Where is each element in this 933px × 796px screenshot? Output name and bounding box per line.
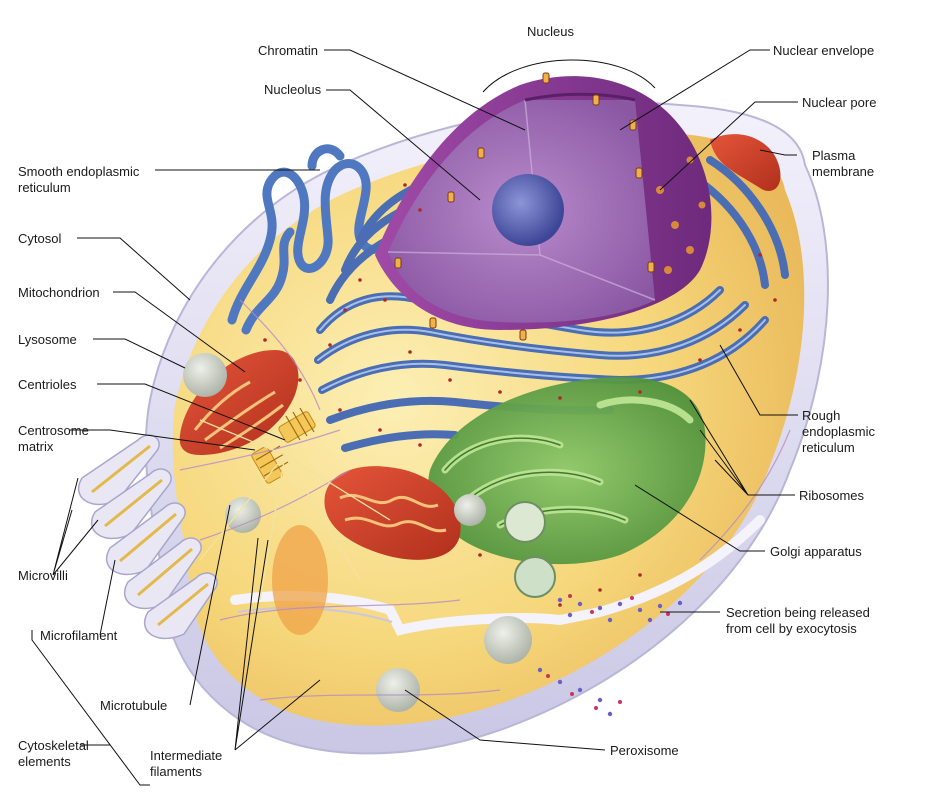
nucleus xyxy=(375,72,712,341)
label-nuclear-pore: Nuclear pore xyxy=(802,95,876,110)
label-golgi: Golgi apparatus xyxy=(770,544,862,559)
nucleus-bracket xyxy=(482,59,656,93)
leader-lines xyxy=(31,49,798,786)
label-microvilli: Microvilli xyxy=(18,568,68,583)
label-smooth-er-2: reticulum xyxy=(18,180,71,195)
label-ribosomes: Ribosomes xyxy=(799,488,865,503)
label-rough-er-3: reticulum xyxy=(802,440,855,455)
label-plasma-membrane-2: membrane xyxy=(812,164,874,179)
lysosome-shape xyxy=(183,353,227,397)
label-rough-er-1: Rough xyxy=(802,408,840,423)
label-centrioles: Centrioles xyxy=(18,377,77,392)
golgi-apparatus xyxy=(428,376,706,598)
label-rough-er-2: endoplasmic xyxy=(802,424,875,439)
label-secretion-1: Secretion being released xyxy=(726,605,870,620)
label-lysosome: Lysosome xyxy=(18,332,77,347)
label-nucleus: Nucleus xyxy=(527,24,574,39)
label-centrosome-2: matrix xyxy=(18,439,54,454)
label-cytoskeletal-1: Cytoskeletal xyxy=(18,738,89,753)
label-intermediate-1: Intermediate xyxy=(150,748,222,763)
label-peroxisome: Peroxisome xyxy=(610,743,679,758)
label-microtubule: Microtubule xyxy=(100,698,167,713)
label-secretion-2: from cell by exocytosis xyxy=(726,621,857,636)
label-intermediate-2: filaments xyxy=(150,764,203,779)
label-nucleolus: Nucleolus xyxy=(264,82,322,97)
label-mitochondrion: Mitochondrion xyxy=(18,285,100,300)
ribosomes xyxy=(263,183,777,607)
label-plasma-membrane-1: Plasma xyxy=(812,148,856,163)
vesicles xyxy=(183,353,532,712)
mitochondria xyxy=(179,134,781,560)
secretion-particles xyxy=(537,594,683,717)
label-smooth-er-1: Smooth endoplasmic xyxy=(18,164,140,179)
smooth-er xyxy=(227,144,401,335)
microvilli-group xyxy=(77,434,218,640)
label-cytoskeletal-2: elements xyxy=(18,754,71,769)
nucleolus-shape xyxy=(492,174,564,246)
label-nuclear-envelope: Nuclear envelope xyxy=(773,43,874,58)
cytoskeleton xyxy=(179,299,791,701)
microtubules xyxy=(199,419,391,601)
labels: Nucleus Chromatin Nuclear envelope Nucle… xyxy=(18,24,876,779)
centrioles xyxy=(251,407,316,484)
label-cytosol: Cytosol xyxy=(18,231,61,246)
label-centrosome-1: Centrosome xyxy=(18,423,89,438)
label-microfilament: Microfilament xyxy=(40,628,118,643)
peroxisome-shape xyxy=(376,668,420,712)
label-chromatin: Chromatin xyxy=(258,43,318,58)
